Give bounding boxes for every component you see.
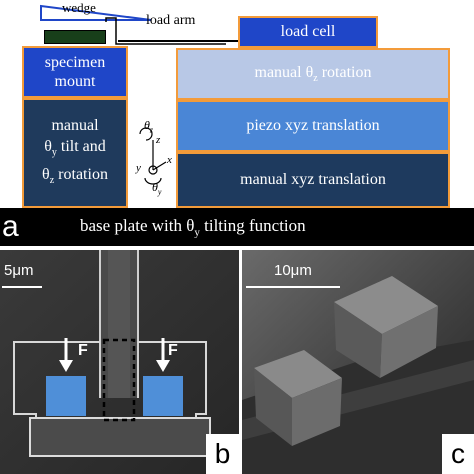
theta-z-axis-label: θz — [144, 118, 154, 135]
scale-label-c: 10μm — [274, 262, 312, 279]
theta-y-axis-label: θy — [152, 180, 162, 197]
manual-tilt-line2: θy tilt and — [44, 138, 106, 159]
specimen-mount-block: specimen mount — [22, 46, 128, 98]
base-plate-label: base plate with θy tilting function — [80, 215, 306, 239]
schematic-panel: wedge load arm load cell specimen mount … — [0, 0, 474, 246]
axes-icon — [139, 127, 167, 185]
y-axis-label: y — [136, 162, 141, 174]
scale-label-b: 5μm — [4, 262, 34, 279]
sem-image-c — [242, 250, 474, 474]
specimen-mount-line1: specimen — [44, 54, 106, 71]
left-force-label: F — [78, 342, 88, 359]
sem-panel-b: F F 5μm b — [0, 250, 239, 474]
load-cell-block: load cell — [238, 16, 378, 48]
wedge-diagram — [40, 4, 226, 45]
sem-panel-c: 10μm c — [242, 250, 474, 474]
scale-bar-b — [2, 286, 42, 288]
right-blue-pad — [143, 376, 183, 416]
right-force-label: F — [168, 342, 178, 359]
base-plate-bar: a base plate with θy tilting function — [0, 208, 474, 246]
load-cell-label: load cell — [280, 23, 336, 40]
specimen-top-block — [44, 30, 106, 44]
specimen-mount-line2: mount — [54, 73, 96, 90]
manual-xyz-block: manual xyz translation — [176, 152, 450, 208]
load-arm-label: load arm — [146, 13, 196, 28]
piezo-translation-block: piezo xyz translation — [176, 100, 450, 152]
scale-bar-c — [246, 286, 340, 288]
piezo-label: piezo xyz translation — [246, 117, 380, 134]
manual-tilt-line3: θz rotation — [42, 165, 108, 186]
left-blue-pad — [46, 376, 86, 416]
wedge-label: wedge — [62, 0, 96, 15]
right-force-arrow-icon — [156, 338, 170, 372]
panel-a-letter: a — [2, 210, 19, 243]
coordinate-axes: θz z x y θy — [130, 118, 176, 200]
left-force-arrow-icon — [59, 338, 73, 372]
manual-xyz-label: manual xyz translation — [240, 171, 386, 188]
manual-tilt-block: manual θy tilt and θz rotation — [22, 98, 128, 208]
panel-b-letter: b — [206, 434, 239, 474]
x-axis-label: x — [167, 154, 172, 166]
z-axis-label: z — [156, 134, 161, 146]
load-arm-line — [118, 40, 240, 42]
rotation-block: manual θz rotation — [176, 48, 450, 100]
sem-image-b — [0, 250, 239, 474]
panel-c-letter: c — [442, 434, 474, 474]
manual-tilt-line1: manual — [51, 117, 99, 135]
